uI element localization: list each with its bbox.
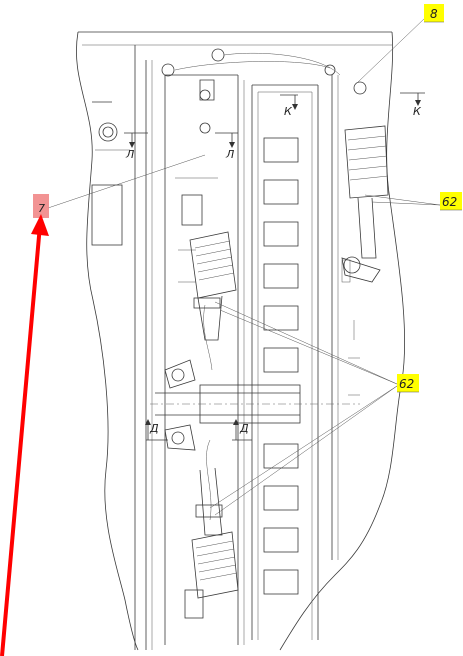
leader-callout-62b-2: [219, 309, 398, 385]
section-label-l-right: Л: [225, 148, 234, 161]
callout-62-right: 62: [440, 192, 462, 211]
leader-callout-62a-1: [364, 194, 441, 206]
leader-marker-7: [47, 154, 206, 209]
callout-8-label: 8: [430, 7, 438, 21]
rung: [263, 221, 299, 247]
left-bracket: [91, 184, 123, 246]
section-mark-d-left: Д: [145, 419, 168, 441]
section-label-l-left: Л: [125, 148, 134, 161]
section-label-k-left: К: [284, 105, 293, 118]
rung: [263, 347, 299, 373]
rung: [263, 569, 299, 595]
rung: [263, 137, 299, 163]
section-mark-d-right: Д: [232, 419, 252, 441]
detail-box-1: [181, 194, 203, 226]
marker-7-label: 7: [38, 202, 45, 215]
leader-callout-62b-1: [214, 301, 398, 385]
hose-assembly-upper: [189, 231, 237, 371]
rung: [263, 179, 299, 205]
left-bolt-inner: [102, 126, 114, 138]
rung: [263, 527, 299, 553]
rung: [263, 305, 299, 331]
rung: [263, 263, 299, 289]
leader-callout-8: [357, 17, 426, 83]
leader-callout-62b-3: [209, 385, 398, 509]
rung: [263, 485, 299, 511]
section-mark-l-right: Л: [215, 132, 238, 161]
left-bolt-outer: [98, 122, 118, 142]
section-mark-k-left: К: [280, 94, 298, 118]
marker-7: 7: [33, 194, 49, 218]
ladder-rungs: [263, 137, 299, 595]
hinge-plate-top: [164, 359, 196, 389]
break-outline-right: [279, 31, 406, 651]
section-mark-k-right: К: [400, 92, 425, 118]
rung: [263, 443, 299, 469]
section-label-d-right: Д: [239, 422, 249, 435]
leader-callout-62b-4: [214, 385, 398, 516]
hinge-bottom: [171, 431, 185, 445]
section-label-d-left: Д: [149, 422, 159, 435]
hinge-plate-bottom: [164, 424, 196, 451]
callout-8: 8: [424, 4, 444, 23]
hose-assembly-lower: [191, 439, 239, 599]
right-small-block: [341, 259, 351, 283]
callout-62-middle: 62: [397, 374, 419, 393]
section-label-k-right: К: [413, 105, 422, 118]
red-arrow: [0, 214, 49, 656]
detail-box-2: [184, 589, 204, 619]
callout-62-right-label: 62: [442, 195, 457, 209]
hose-assembly-right: [341, 125, 389, 283]
leader-callout-62a-2: [371, 201, 441, 206]
top-fittings: [161, 48, 367, 134]
break-outline-left: [76, 31, 139, 651]
callout-62-middle-label: 62: [399, 377, 414, 391]
hinge-top: [171, 368, 185, 382]
section-mark-l-left: Л: [124, 132, 148, 161]
